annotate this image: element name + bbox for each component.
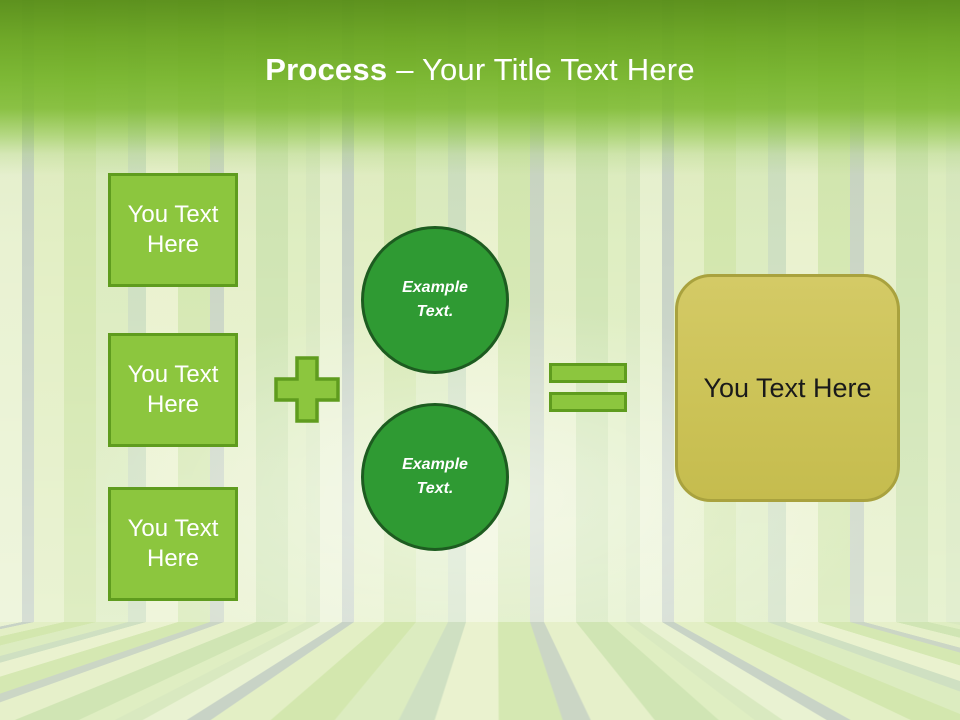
header-gradient-band [0,0,960,175]
input-box-1-label: You Text Here [127,201,219,258]
input-box-2: You Text Here [108,333,238,447]
equals-icon [549,363,627,412]
slide-title-rest: – Your Title Text Here [396,52,695,87]
input-box-3: You Text Here [108,487,238,601]
result-box-label: You Text Here [703,372,872,403]
example-circle-1-label: Example Text. [402,279,468,320]
equals-bar-bottom [549,392,627,412]
example-circle-2-label: Example Text. [402,456,468,497]
example-circle-2: Example Text. [361,403,509,551]
equals-bar-top [549,363,627,383]
input-box-1: You Text Here [108,173,238,287]
slide-title: Process– Your Title Text Here [0,52,960,88]
input-box-3-label: You Text Here [127,515,219,572]
input-box-2-label: You Text Here [127,361,219,418]
slide-title-emphasis: Process [265,52,388,87]
floor-haze-overlay [0,622,960,720]
floor-perspective [0,622,960,720]
result-box: You Text Here [675,274,900,502]
example-circle-1: Example Text. [361,226,509,374]
plus-icon [274,356,340,423]
